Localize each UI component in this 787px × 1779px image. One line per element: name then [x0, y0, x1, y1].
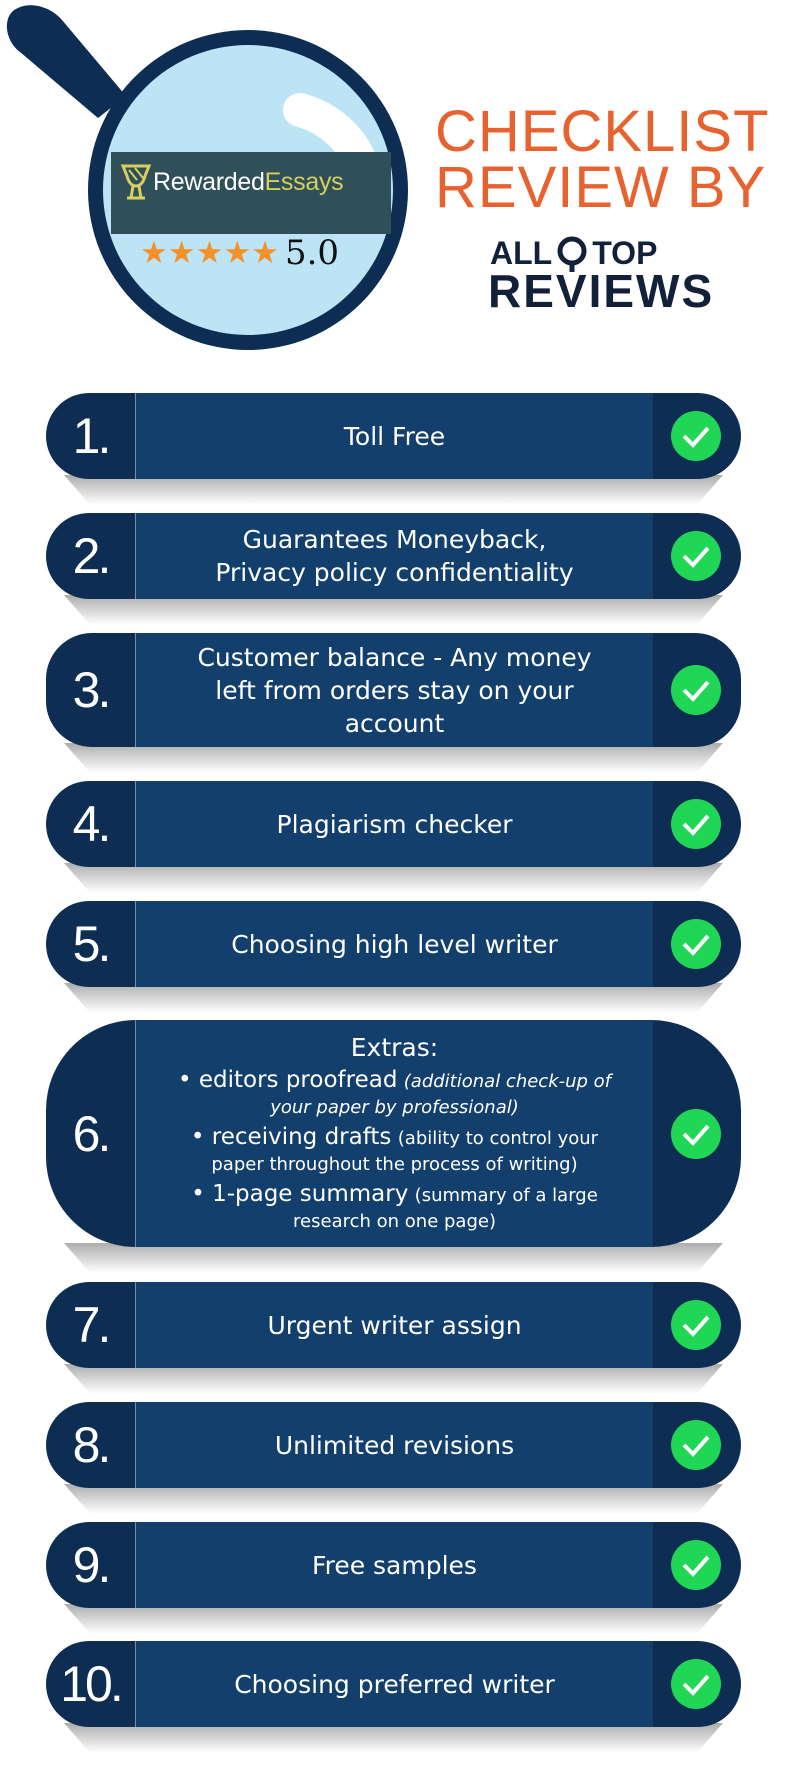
title-line-2: REVIEW BY	[435, 155, 767, 220]
list-item: 7. Urgent writer assign	[46, 1282, 741, 1394]
item-number: 4.	[72, 796, 112, 852]
check-icon	[671, 799, 721, 849]
logo-text: RewardedEssays	[153, 167, 344, 196]
extras-bullet: • 1-page summary (summary of a large res…	[191, 1181, 598, 1232]
reviewed-site-logo: RewardedEssays	[111, 152, 391, 234]
list-item: 2. Guarantees Moneyback,Privacy policy c…	[46, 513, 741, 625]
check-icon	[671, 1420, 721, 1470]
brand-logo: ALL TOP REVIEWS	[488, 234, 715, 317]
list-item: 6. Extras: • editors proofread (addition…	[46, 1020, 741, 1273]
item-label: Extras: • editors proofread (additional …	[135, 1020, 653, 1247]
check-icon	[671, 665, 721, 715]
check-icon	[671, 411, 721, 461]
brand-part-2: TOP	[592, 235, 658, 271]
check-icon	[671, 1108, 721, 1159]
check-icon	[671, 1300, 721, 1350]
item-label: Free samples	[135, 1522, 653, 1608]
rating-value: 5.0	[284, 233, 340, 273]
title-line-1: CHECKLIST	[435, 99, 770, 164]
item-number: 6.	[72, 1105, 112, 1162]
item-number: 1.	[72, 408, 112, 464]
item-number: 5.	[72, 916, 112, 972]
magnifier-o-icon	[557, 236, 587, 272]
brand-part-1: ALL	[490, 235, 553, 271]
item-number: 2.	[72, 528, 112, 584]
item-number: 10.	[60, 1656, 124, 1712]
rating-stars: ★★★★★	[140, 234, 279, 271]
check-icon	[671, 919, 721, 969]
list-item: 8. Unlimited revisions	[46, 1402, 741, 1514]
list-item: 5. Choosing high level writer	[46, 901, 741, 1013]
item-label: Unlimited revisions	[135, 1402, 653, 1488]
trophy-icon	[120, 164, 152, 200]
check-icon	[671, 531, 721, 581]
item-number: 3.	[72, 662, 112, 718]
header: RewardedEssays ★★★★★ 5.0 CHECKLIST REVIE…	[0, 0, 787, 380]
item-number: 8.	[72, 1417, 112, 1473]
extras-bullet: • editors proofread (additional check-up…	[177, 1067, 612, 1118]
list-item: 10. Choosing preferred writer	[46, 1641, 741, 1753]
rating: ★★★★★ 5.0	[140, 236, 339, 270]
item-label: Plagiarism checker	[135, 781, 653, 867]
list-item: 4. Plagiarism checker	[46, 781, 741, 893]
item-label: Choosing high level writer	[135, 901, 653, 987]
page-title: CHECKLIST REVIEW BY	[435, 99, 770, 220]
check-icon	[671, 1540, 721, 1590]
list-item: 9. Free samples	[46, 1522, 741, 1634]
extras-heading: Extras:	[350, 1033, 439, 1062]
item-number: 9.	[72, 1537, 112, 1593]
item-number: 7.	[72, 1297, 112, 1353]
item-label: Toll Free	[135, 393, 653, 479]
item-label: Choosing preferred writer	[135, 1641, 653, 1727]
list-item: 1. Toll Free	[46, 393, 741, 505]
item-label: Urgent writer assign	[135, 1282, 653, 1368]
item-label: Guarantees Moneyback,Privacy policy conf…	[135, 513, 653, 599]
brand-line-2: REVIEWS	[488, 265, 715, 317]
extras-bullet: • receiving drafts (ability to control y…	[190, 1124, 599, 1175]
check-icon	[671, 1659, 721, 1709]
